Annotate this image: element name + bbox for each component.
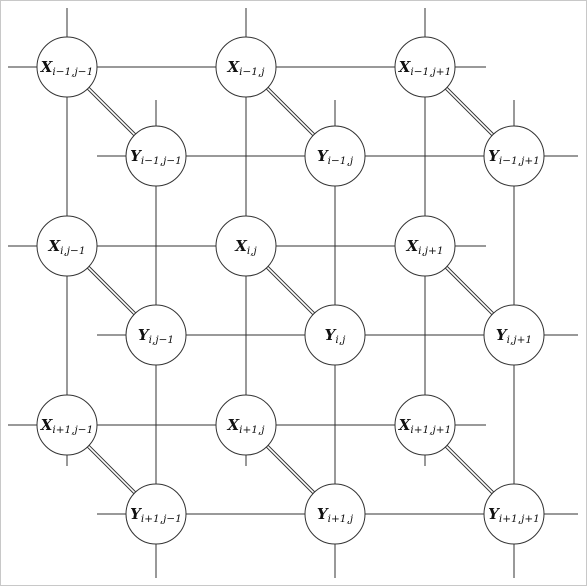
y-node-0-0-subscript: i−1,j−1 [141,155,182,167]
y-node-2-2-letter: Y [488,505,500,523]
x-node-0-2-letter: X [398,58,412,76]
y-node-2-2-circle [483,483,545,545]
x-node-2-2-circle [394,394,456,456]
y-node-0-2-label: Yi−1,j+1 [488,147,540,167]
x-node-1-0-label: Xi,j−1 [47,237,85,257]
x-node-0-0-label: Xi−1,j−1 [40,58,94,78]
nodes-layer: Xi−1,j−1Yi−1,j−1Xi−1,jYi−1,jXi−1,j+1Yi−1… [36,36,545,545]
x-node-1-1-label: Xi,j [234,237,257,257]
x-node-0-0-circle [36,36,98,98]
y-node-2-1-subscript: i+1,j [328,513,354,525]
y-node-0-2: Yi−1,j+1 [483,125,545,187]
x-node-1-1-subscript: i,j [247,245,258,257]
y-node-2-0-label: Yi+1,j−1 [130,505,182,525]
y-node-1-0-circle [125,304,187,366]
x-node-0-1-circle [215,36,277,98]
x-node-2-0-letter: X [40,416,54,434]
y-node-2-0-subscript: i+1,j−1 [141,513,182,525]
y-node-1-1-circle [304,304,366,366]
x-node-2-2-letter: X [398,416,412,434]
x-node-2-2: Xi+1,j+1 [394,394,456,456]
y-node-2-1: Yi+1,j [304,483,366,545]
y-node-0-0-label: Yi−1,j−1 [130,147,182,167]
x-node-1-1-letter: X [234,237,248,255]
y-node-2-0-circle [125,483,187,545]
y-node-0-2-subscript: i−1,j+1 [499,155,540,167]
x-node-1-1: Xi,j [215,215,277,277]
y-node-0-2-circle [483,125,545,187]
y-node-1-1-subscript: i,j [335,334,346,346]
x-node-0-2-label: Xi−1,j+1 [398,58,452,78]
y-node-2-2-subscript: i+1,j+1 [499,513,540,525]
x-node-0-1-subscript: i−1,j [239,66,265,78]
y-node-1-1-label: Yi,j [325,326,346,346]
y-node-1-2: Yi,j+1 [483,304,545,366]
y-node-0-1-label: Yi−1,j [317,147,354,167]
y-node-2-1-circle [304,483,366,545]
y-node-0-2-letter: Y [488,147,500,165]
y-node-2-0: Yi+1,j−1 [125,483,187,545]
x-node-1-2: Xi,j+1 [394,215,456,277]
x-node-2-1-label: Xi+1,j [226,416,265,436]
x-node-0-0-subscript: i−1,j−1 [52,66,93,78]
x-node-1-0: Xi,j−1 [36,215,98,277]
x-node-1-2-subscript: i,j+1 [418,245,443,257]
y-node-1-2-label: Yi,j+1 [496,326,532,346]
x-node-0-0-letter: X [40,58,54,76]
y-node-0-0: Yi−1,j−1 [125,125,187,187]
x-node-2-0-circle [36,394,98,456]
y-node-1-1: Yi,j [304,304,366,366]
y-node-1-1-letter: Y [325,326,337,344]
x-node-2-0-label: Xi+1,j−1 [40,416,94,436]
y-node-1-2-letter: Y [496,326,508,344]
x-node-1-2-letter: X [405,237,419,255]
y-node-1-0: Yi,j−1 [125,304,187,366]
x-node-0-2-subscript: i−1,j+1 [410,66,451,78]
x-node-2-2-label: Xi+1,j+1 [398,416,452,436]
x-node-2-0: Xi+1,j−1 [36,394,98,456]
x-node-1-2-circle [394,215,456,277]
x-node-0-1: Xi−1,j [215,36,277,98]
y-node-1-2-subscript: i,j+1 [507,334,532,346]
x-node-2-1-letter: X [226,416,240,434]
y-node-2-0-letter: Y [130,505,142,523]
x-node-2-0-subscript: i+1,j−1 [52,424,93,436]
y-node-0-0-letter: Y [130,147,142,165]
x-node-2-1: Xi+1,j [215,394,277,456]
y-node-0-1: Yi−1,j [304,125,366,187]
y-node-1-0-label: Yi,j−1 [138,326,174,346]
y-node-0-1-subscript: i−1,j [328,155,354,167]
x-node-0-1-label: Xi−1,j [226,58,265,78]
y-node-2-1-letter: Y [317,505,329,523]
y-node-2-2: Yi+1,j+1 [483,483,545,545]
y-node-2-2-label: Yi+1,j+1 [488,505,540,525]
x-node-1-0-subscript: i,j−1 [60,245,85,257]
x-node-2-1-subscript: i+1,j [239,424,265,436]
y-node-0-1-letter: Y [317,147,329,165]
x-node-0-2-circle [394,36,456,98]
x-node-0-2: Xi−1,j+1 [394,36,456,98]
x-node-1-0-circle [36,215,98,277]
x-node-2-1-circle [215,394,277,456]
y-node-0-0-circle [125,125,187,187]
x-node-1-1-circle [215,215,277,277]
x-node-0-0: Xi−1,j−1 [36,36,98,98]
y-node-1-2-circle [483,304,545,366]
y-node-2-1-label: Yi+1,j [317,505,354,525]
x-node-1-2-label: Xi,j+1 [405,237,443,257]
x-node-0-1-letter: X [226,58,240,76]
y-node-1-0-subscript: i,j−1 [149,334,174,346]
x-node-2-2-subscript: i+1,j+1 [410,424,451,436]
x-node-1-0-letter: X [47,237,61,255]
y-node-0-1-circle [304,125,366,187]
y-node-1-0-letter: Y [138,326,150,344]
